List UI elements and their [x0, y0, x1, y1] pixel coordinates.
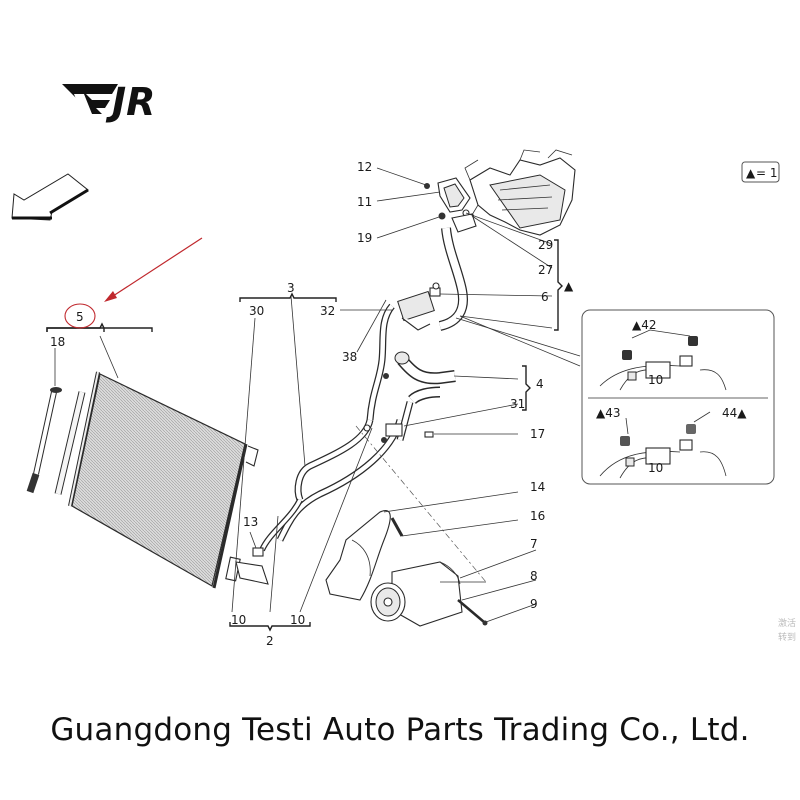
fitting-part-13 — [235, 547, 269, 585]
legend-box: ▲ = 1 — [741, 161, 780, 183]
svg-text:10: 10 — [648, 461, 663, 475]
watermark-line-1: 激活 — [778, 617, 796, 629]
bolt-part-17 — [424, 431, 434, 438]
watermark-line-2: 转到 — [778, 631, 796, 643]
receiver-drier-part-18 — [26, 387, 62, 494]
bracket-part-14 — [325, 510, 391, 601]
label-29: 29 — [538, 238, 553, 252]
nut-part-12 — [424, 183, 430, 189]
label-32: 32 — [320, 304, 335, 318]
label-17: 17 — [530, 427, 545, 441]
label-16: 16 — [530, 509, 545, 523]
bracket-part-31 — [363, 423, 403, 443]
detail-label-43: ▲43 — [596, 406, 621, 420]
label-27: 27 — [538, 263, 553, 277]
detail-label-44: 44▲ — [722, 406, 747, 420]
bolt-part-9 — [457, 599, 488, 626]
label-10-left: 10 — [231, 613, 246, 627]
hose-assembly-6 — [397, 213, 477, 331]
detail-label-42: ▲42 — [632, 318, 657, 332]
label-14: 14 — [530, 480, 545, 494]
label-9: 9 — [530, 597, 538, 611]
label-12: 12 — [357, 160, 372, 174]
label-6: 6 — [541, 290, 549, 304]
bolt-part-16 — [390, 517, 404, 537]
label-10-right: 10 — [290, 613, 305, 627]
label-31: 31 — [510, 397, 525, 411]
highlight-arrow — [104, 237, 203, 302]
condenser-part-5 — [54, 371, 259, 589]
label-38: 38 — [342, 350, 357, 364]
leader-lines — [54, 167, 581, 623]
compressor-part-7 — [370, 561, 463, 627]
pipe-assembly-3 — [259, 303, 404, 552]
label-4: 4 — [536, 377, 544, 391]
hose-part-4 — [394, 351, 456, 441]
label-3: 3 — [287, 281, 295, 295]
engine-block-illustration — [464, 149, 576, 236]
company-name-footer: Guangdong Testi Auto Parts Trading Co., … — [50, 712, 750, 748]
group-marker-6: ▲ — [564, 279, 574, 293]
highlight-circle — [64, 303, 96, 329]
brand-logo: JR — [62, 80, 155, 124]
logo-e-shape — [62, 84, 118, 114]
gasket-part-11 — [437, 177, 471, 213]
label-2: 2 — [266, 634, 274, 648]
detail-bottom-valves: 10 — [599, 411, 727, 479]
label-11: 11 — [357, 195, 372, 209]
group-braces — [46, 239, 563, 632]
label-5: 5 — [76, 310, 84, 324]
detail-top-valves: 10 — [599, 329, 727, 391]
logo-text: JR — [105, 80, 155, 124]
legend-text: = 1 — [756, 166, 778, 180]
label-19: 19 — [357, 231, 372, 245]
svg-text:10: 10 — [648, 373, 663, 387]
label-13: 13 — [243, 515, 258, 529]
label-8: 8 — [530, 569, 538, 583]
direction-arrow-icon — [11, 173, 89, 221]
label-18: 18 — [50, 335, 65, 349]
detail-inset-box: 10 ▲42 10 ▲43 44▲ — [581, 309, 775, 485]
legend-symbol: ▲ — [746, 166, 756, 180]
label-7: 7 — [530, 537, 538, 551]
alignment-line — [355, 425, 487, 583]
label-30: 30 — [249, 304, 264, 318]
